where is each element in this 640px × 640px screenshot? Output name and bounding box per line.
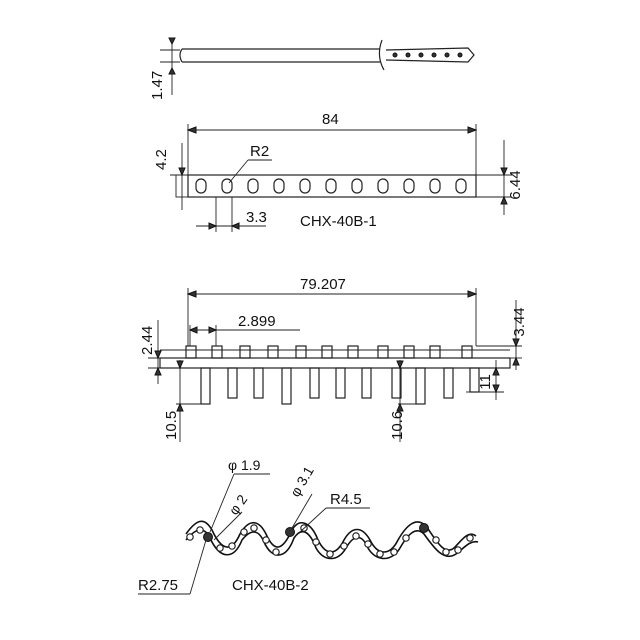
side-view-pin-marks [392,52,463,58]
dim-2-899-label: 2.899 [238,313,276,330]
caption-chx-40b-1: CHX-40B-1 [300,213,377,230]
wave-strip-holes [186,523,474,558]
dim-4-2-label: 4.2 [153,149,170,170]
wave-strip-view-chx-40b-2: φ 1.9 φ 2 φ 3.1 R4.5 R2.75 CHX-40B-2 [138,457,479,595]
dim-phi-3-1-label: φ 3.1 [287,463,317,499]
dim-84-label: 84 [322,111,339,128]
dim-79-207-label: 79.207 [300,276,346,293]
dim-10-6-label: 10.6 [389,411,406,440]
dim-11-label: 11 [477,374,494,390]
strip-holes [195,178,467,194]
dim-thickness-label: 1.47 [149,71,166,100]
side-view: 1.47 [149,37,475,100]
dim-r4-5-label: R4.5 [330,491,362,508]
dim-r2-label: R2 [250,143,269,160]
dim-3-44-label: 3.44 [511,307,528,336]
dim-2-44-label: 2.44 [139,326,156,355]
strip-view-chx-40b-1: 84 4.2 6.44 R2 3.3 CHX-40B-1 [153,111,524,232]
pin-strip-view: 79.207 2.899 2.44 3.44 11 [139,276,528,442]
caption-chx-40b-2: CHX-40B-2 [232,577,309,594]
wave-strip-inner [185,529,479,560]
dim-phi-1-9-label: φ 1.9 [228,457,261,473]
dim-r2-75-label: R2.75 [138,577,178,594]
dim-3-3-label: 3.3 [246,209,267,226]
dim-phi-2-label: φ 2 [225,491,250,517]
dim-10-5-label: 10.5 [163,411,180,440]
pin-row [185,345,480,405]
dim-6-44-label: 6.44 [507,170,524,199]
